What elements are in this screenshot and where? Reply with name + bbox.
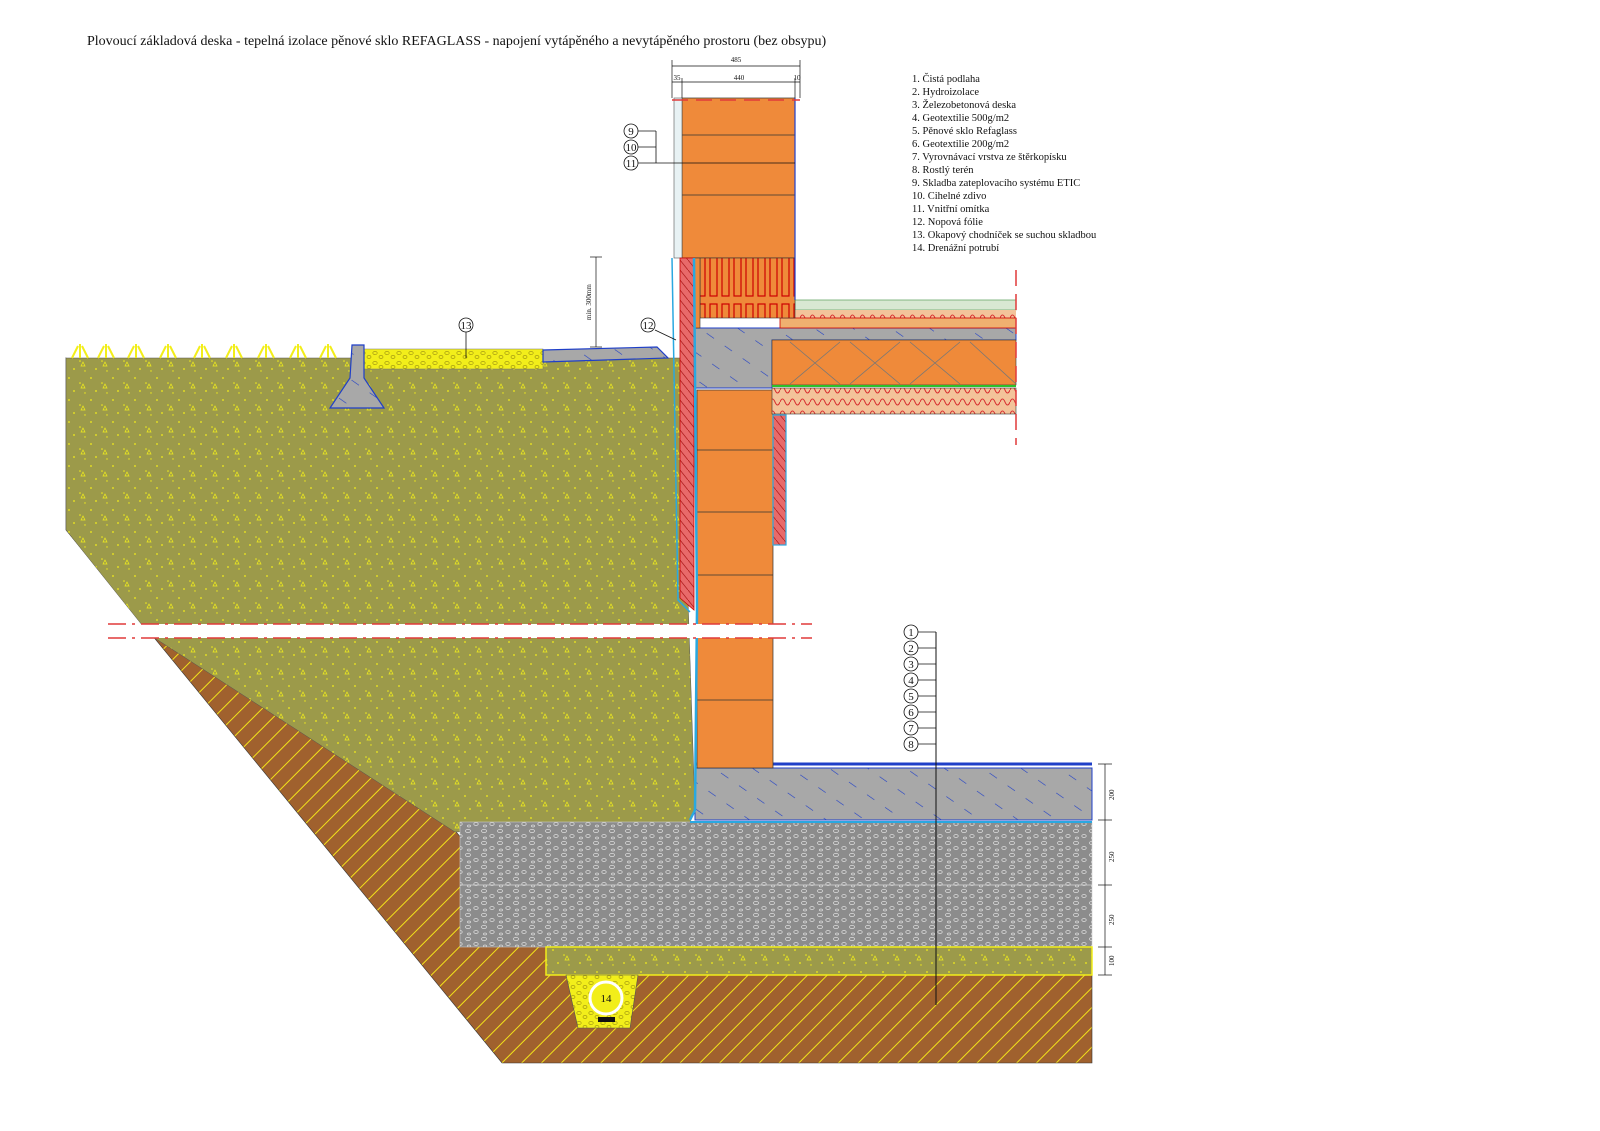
etics-upper <box>673 97 683 259</box>
marker-9: 9 <box>628 126 634 138</box>
waterproofing-line <box>688 257 699 821</box>
marker-2: 2 <box>908 643 914 655</box>
dim-gravel: 100 <box>1108 955 1116 966</box>
dim-mid: 440 <box>734 74 745 82</box>
floor-screed <box>795 310 1016 318</box>
marker-1: 1 <box>908 627 914 639</box>
floor-finish <box>794 299 1017 311</box>
leader-12 <box>640 317 677 341</box>
legend-item: 7. Vyrovnávací vrstva ze štěrkopísku <box>912 152 1067 163</box>
legend-item: 14. Drenážní potrubí <box>912 243 1000 254</box>
dim-glass-2: 250 <box>1108 914 1116 925</box>
marker-14: 14 <box>601 993 613 1005</box>
marker-10: 10 <box>626 142 638 154</box>
marker-13: 13 <box>461 320 473 332</box>
legend-item: 5. Pěnové sklo Refaglass <box>912 126 1017 137</box>
dim-left: 35 <box>674 74 682 82</box>
hollow-bricks <box>699 257 796 319</box>
brick-wall-upper <box>681 97 796 259</box>
floor-plate <box>779 317 1017 329</box>
leader-stack-1-8 <box>903 624 936 752</box>
wall-insulation <box>772 414 787 546</box>
legend-item: 10. Cihelné zdivo <box>912 191 987 202</box>
backfill-soil <box>65 357 696 833</box>
drawing-title: Plovoucí základová deska - tepelná izola… <box>87 34 827 49</box>
legend-item: 13. Okapový chodníček se suchou skladbou <box>912 230 1097 241</box>
layer-dimensions <box>1098 763 1112 976</box>
legend-item: 6. Geotextilie 200g/m2 <box>912 139 1010 150</box>
marker-5: 5 <box>908 691 914 703</box>
legend-item: 3. Železobetonová deska <box>912 100 1017 111</box>
legend-item: 11. Vnitřní omítka <box>912 204 990 215</box>
perimeter-insulation <box>679 257 695 611</box>
legend-item: 12. Nopová fólie <box>912 217 983 228</box>
legend: 1. Čistá podlaha 2. Hydroizolace 3. Žele… <box>912 73 1096 255</box>
marker-11: 11 <box>626 158 637 170</box>
dim-min-height: min. 300mm <box>585 284 593 320</box>
dim-right: 10 <box>794 74 802 82</box>
marker-3: 3 <box>908 659 914 671</box>
leader-13 <box>458 317 474 358</box>
edge-curb <box>328 344 386 409</box>
legend-item: 8. Rostlý terén <box>912 165 974 176</box>
dim-glass-1: 250 <box>1108 851 1116 862</box>
grass <box>71 344 337 359</box>
section-break <box>108 623 812 639</box>
marker-6: 6 <box>908 707 914 719</box>
marker-8: 8 <box>908 739 914 751</box>
legend-item: 1. Čistá podlaha <box>912 74 980 85</box>
marker-12: 12 <box>643 320 654 332</box>
drain-pipe <box>588 980 624 1016</box>
legend-item: 9. Skladba zateplovacího systému ETIC <box>912 178 1081 189</box>
legend-item: 2. Hydroizolace <box>912 87 980 98</box>
top-dimensions <box>671 60 801 98</box>
dim-slab: 200 <box>1108 789 1116 800</box>
ceiling-insulation <box>771 387 1017 415</box>
leveling-layer <box>545 946 1093 976</box>
paving-slab <box>542 346 670 363</box>
min-height-dimension <box>590 256 602 348</box>
gravel-strip <box>362 348 544 370</box>
legend-item: 4. Geotextilie 500g/m2 <box>912 113 1010 124</box>
marker-4: 4 <box>908 675 914 687</box>
dim-total: 485 <box>731 56 742 64</box>
floor-slab <box>694 767 1093 821</box>
foam-glass-layer <box>459 821 1093 948</box>
leader-stack-9-11 <box>623 123 795 171</box>
brick-wall-lower <box>696 389 774 769</box>
marker-7: 7 <box>908 723 914 735</box>
